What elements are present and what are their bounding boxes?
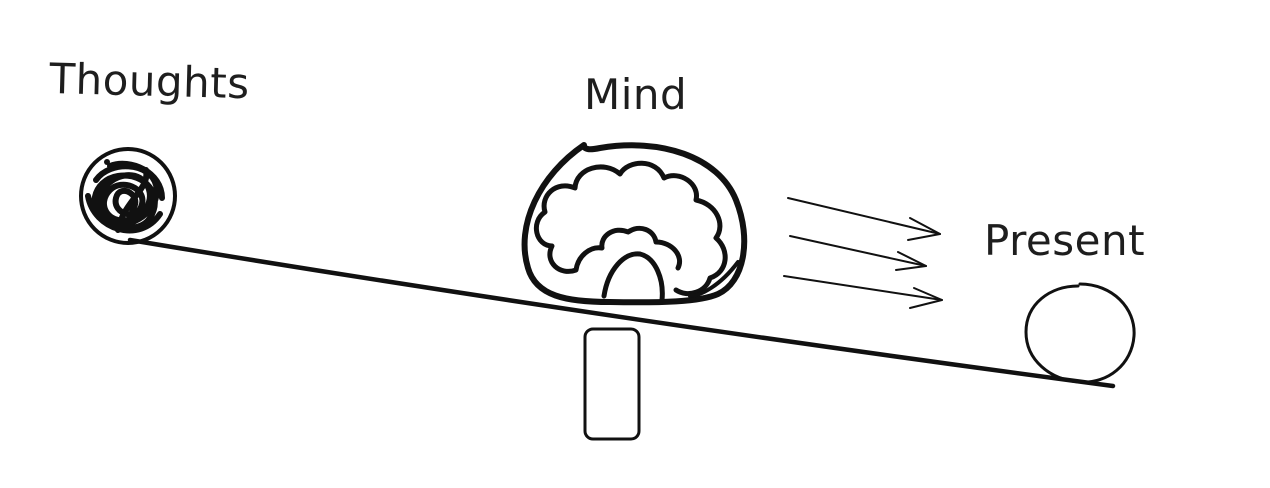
seesaw-plank bbox=[127, 237, 1116, 389]
mind-brain-icon bbox=[521, 142, 748, 306]
present-ball-icon bbox=[1024, 282, 1136, 384]
present-label: Present bbox=[984, 216, 1146, 265]
motion-arrows-icon bbox=[783, 197, 943, 309]
thoughts-ball-icon bbox=[79, 147, 177, 245]
fulcrum-block bbox=[583, 327, 641, 441]
mind-label: Mind bbox=[584, 70, 688, 119]
